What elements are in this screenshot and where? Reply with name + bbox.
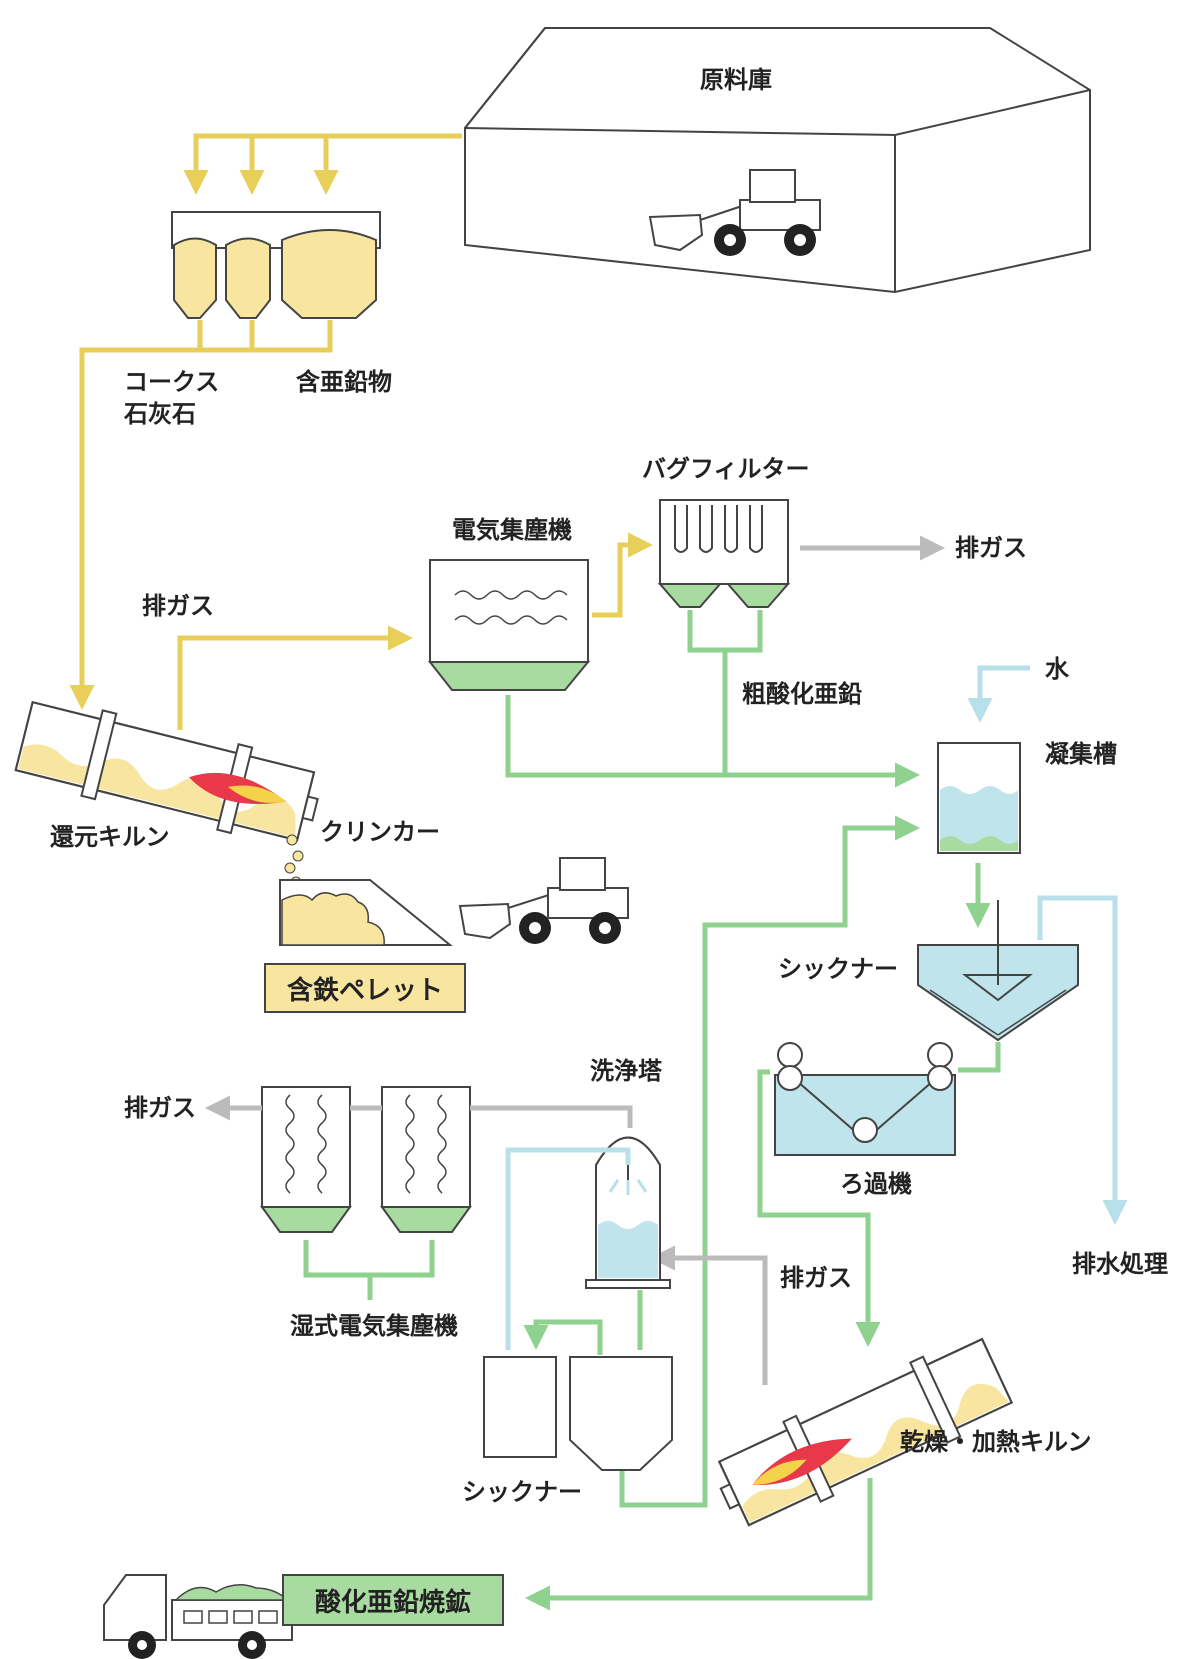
electrostatic-precipitator	[427, 559, 591, 691]
wastewater-label: 排水処理	[1072, 1250, 1168, 1278]
coagulation-tank	[937, 742, 1021, 854]
recycle-flow	[619, 815, 920, 1508]
truck-icon	[103, 1574, 293, 1659]
exhaust-gas-label: 排ガス	[142, 592, 214, 620]
wet-esp-label: 湿式電気集塵機	[290, 1312, 458, 1340]
warehouse-label: 原料庫	[700, 66, 772, 94]
zinc-oxide-ore-box: 酸化亜鉛焼鉱	[282, 1574, 504, 1626]
wheel-loader-icon-2	[458, 857, 629, 944]
filter-to-kiln-flow	[757, 1069, 881, 1347]
thickener-overflow-flow	[1037, 895, 1128, 1225]
thickener-internal-flow	[523, 1319, 603, 1355]
wet-esp	[260, 1086, 472, 1233]
drying-kiln	[717, 1337, 1014, 1527]
wet-esp-green-flow	[303, 1240, 435, 1278]
warehouse-building	[464, 27, 1091, 294]
thickener-underflow	[958, 1042, 1001, 1073]
water-flow	[967, 665, 1030, 723]
reduction-kiln-label: 還元キルン	[50, 823, 170, 851]
wheel-loader-icon	[648, 169, 821, 256]
thickener-label: シックナー	[778, 955, 898, 983]
product-flow	[525, 1478, 873, 1611]
iron-pellet-pile	[279, 879, 453, 946]
coagulation-tank-label: 凝集槽	[1045, 740, 1117, 768]
bag-filter-label: バグフィルター	[642, 455, 810, 483]
crude-zinc-oxide-flow	[505, 610, 920, 788]
crude-zinc-oxide-label: 粗酸化亜鉛	[742, 680, 862, 708]
reduction-kiln	[14, 700, 319, 842]
coke-label: コークス	[124, 368, 220, 396]
iron-pellet-box: 含鉄ペレット	[264, 963, 466, 1013]
clinker-label: クリンカー	[320, 818, 440, 846]
esp-label: 電気集塵機	[452, 516, 572, 544]
water-label: 水	[1045, 655, 1069, 683]
gas-flow	[205, 1095, 768, 1385]
raw-material-flow	[69, 133, 653, 730]
limestone-label: 石灰石	[124, 400, 196, 428]
thickener-bottom-label: シックナー	[462, 1478, 582, 1506]
exhaust-gas-mid-label: 排ガス	[780, 1264, 852, 1292]
filter-machine-label: ろ過機	[840, 1170, 912, 1198]
zinc-material-label: 含亜鉛物	[296, 368, 392, 396]
filter-machine	[774, 1042, 956, 1156]
bag-filter	[657, 499, 791, 608]
drying-kiln-label: 乾燥・加熱キルン	[900, 1428, 1092, 1456]
exhaust-gas-left-label: 排ガス	[124, 1094, 196, 1122]
thickener-bottom	[483, 1356, 673, 1471]
washing-tower	[585, 1136, 671, 1289]
exhaust-gas-right-label: 排ガス	[955, 534, 1027, 562]
washing-tower-label: 洗浄塔	[590, 1057, 662, 1085]
raw-material-hoppers	[171, 211, 381, 319]
thickener-right	[917, 900, 1079, 1042]
wash-water-flow	[505, 1147, 631, 1350]
